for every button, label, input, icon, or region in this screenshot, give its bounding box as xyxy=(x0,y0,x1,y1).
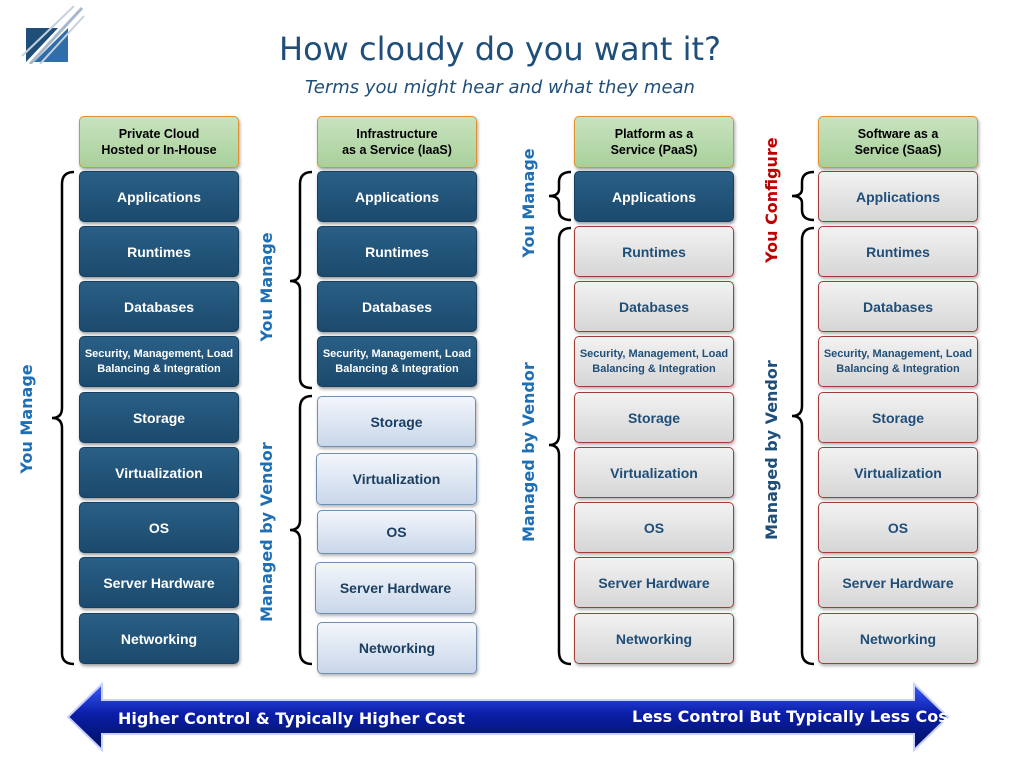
header-line: Service (SaaS) xyxy=(854,143,942,157)
layer-security: Security, Management, Load Balancing & I… xyxy=(317,336,477,387)
page-subtitle: Terms you might hear and what they mean xyxy=(305,77,695,98)
header-line: Infrastructure xyxy=(356,127,438,141)
column-header: Infrastructure as a Service (IaaS) xyxy=(317,116,477,168)
layer-storage: Storage xyxy=(317,396,476,447)
arrow-left-label: Higher Control & Typically Higher Cost xyxy=(118,709,465,728)
layer-os: OS xyxy=(818,502,978,553)
column-header: Software as a Service (SaaS) xyxy=(818,116,978,168)
column-header: Private Cloud Hosted or In-House xyxy=(79,116,239,168)
layer-server-hardware: Server Hardware xyxy=(818,557,978,608)
column-header: Platform as a Service (PaaS) xyxy=(574,116,734,168)
layer-networking: Networking xyxy=(317,622,477,674)
layer-networking: Networking xyxy=(574,613,734,664)
cost-control-arrow xyxy=(66,681,950,753)
layer-applications: Applications xyxy=(818,171,978,222)
arrow-right-label: Less Control But Typically Less Cost xyxy=(632,707,956,726)
layer-databases: Databases xyxy=(79,281,239,332)
layer-runtimes: Runtimes xyxy=(574,226,734,277)
layer-os: OS xyxy=(317,510,476,554)
layer-server-hardware: Server Hardware xyxy=(79,557,239,608)
layer-server-hardware: Server Hardware xyxy=(574,557,734,608)
layer-databases: Databases xyxy=(818,281,978,332)
layer-runtimes: Runtimes xyxy=(79,226,239,277)
layer-os: OS xyxy=(574,502,734,553)
layer-security: Security, Management, Load Balancing & I… xyxy=(79,336,239,387)
layer-os: OS xyxy=(79,502,239,553)
layer-databases: Databases xyxy=(317,281,477,332)
header-line: Software as a xyxy=(857,127,939,141)
layer-applications: Applications xyxy=(79,171,239,222)
layer-networking: Networking xyxy=(79,613,239,664)
company-logo xyxy=(21,6,85,64)
layer-virtualization: Virtualization xyxy=(818,447,978,498)
page-title: How cloudy do you want it? xyxy=(279,30,721,68)
header-line: Private Cloud xyxy=(118,127,200,141)
layer-runtimes: Runtimes xyxy=(818,226,978,277)
header-line: Platform as a xyxy=(614,127,694,141)
layer-server-hardware: Server Hardware xyxy=(315,562,476,614)
layer-networking: Networking xyxy=(818,613,978,664)
layer-security: Security, Management, Load Balancing & I… xyxy=(574,336,734,387)
layer-security: Security, Management, Load Balancing & I… xyxy=(818,336,978,387)
layer-applications: Applications xyxy=(574,171,734,222)
layer-applications: Applications xyxy=(317,171,477,222)
header-line: Service (PaaS) xyxy=(610,143,698,157)
layer-storage: Storage xyxy=(574,392,734,443)
layer-databases: Databases xyxy=(574,281,734,332)
layer-virtualization: Virtualization xyxy=(79,447,239,498)
layer-runtimes: Runtimes xyxy=(317,226,477,277)
layer-storage: Storage xyxy=(818,392,978,443)
layer-storage: Storage xyxy=(79,392,239,443)
layer-virtualization: Virtualization xyxy=(316,453,477,505)
header-line: Hosted or In-House xyxy=(101,143,217,157)
layer-virtualization: Virtualization xyxy=(574,447,734,498)
header-line: as a Service (IaaS) xyxy=(342,143,452,157)
